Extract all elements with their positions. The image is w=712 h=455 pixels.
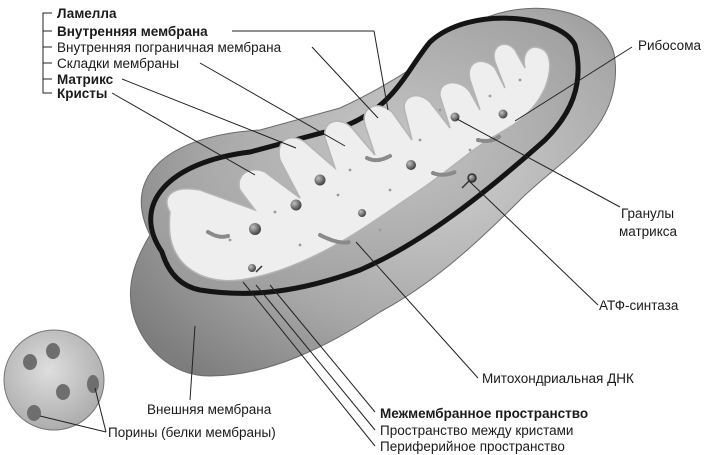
label-ribosome: Рибосома — [638, 38, 701, 53]
matrix-cristae-shape — [166, 43, 551, 282]
atp-synthase-particles — [255, 173, 477, 273]
labels: Ламелла Внутренняя мембрана Внутренняя п… — [57, 6, 701, 454]
label-atp-synthase: АТФ-синтаза — [599, 298, 679, 313]
label-matrix-granules-2: матрикса — [619, 224, 678, 239]
label-matrix-granules-1: Гранулы — [621, 206, 674, 221]
label-matrix: Матрикс — [57, 72, 114, 87]
matrix-granules — [248, 109, 508, 272]
label-mito-dna: Митохондриальная ДНК — [482, 371, 634, 386]
porin-spot — [56, 384, 70, 400]
label-cristae: Кристы — [57, 86, 107, 101]
mito-dna-strands — [206, 134, 502, 245]
leader-lines — [39, 12, 633, 447]
label-inner-membrane: Внутренняя мембрана — [57, 24, 208, 39]
porin-spot — [87, 375, 99, 393]
label-intercristal-space: Пространство между кристами — [380, 423, 573, 438]
porin-spot — [46, 343, 60, 359]
label-intermembrane-space: Межмембранное пространство — [380, 406, 588, 421]
label-membrane-folds: Складки мембраны — [57, 56, 179, 71]
porins-inset — [3, 329, 105, 431]
label-outer-membrane: Внешняя мембрана — [147, 402, 272, 417]
label-inner-boundary-membrane: Внутренняя пограничная мембрана — [57, 40, 282, 55]
label-porins: Порины (белки мембраны) — [108, 425, 276, 440]
porin-spot — [27, 405, 41, 421]
porin-spot — [23, 354, 37, 370]
matrix-specks — [228, 78, 522, 247]
label-lamella: Ламелла — [57, 6, 117, 21]
label-peripheral-space: Периферийное пространство — [380, 439, 565, 454]
